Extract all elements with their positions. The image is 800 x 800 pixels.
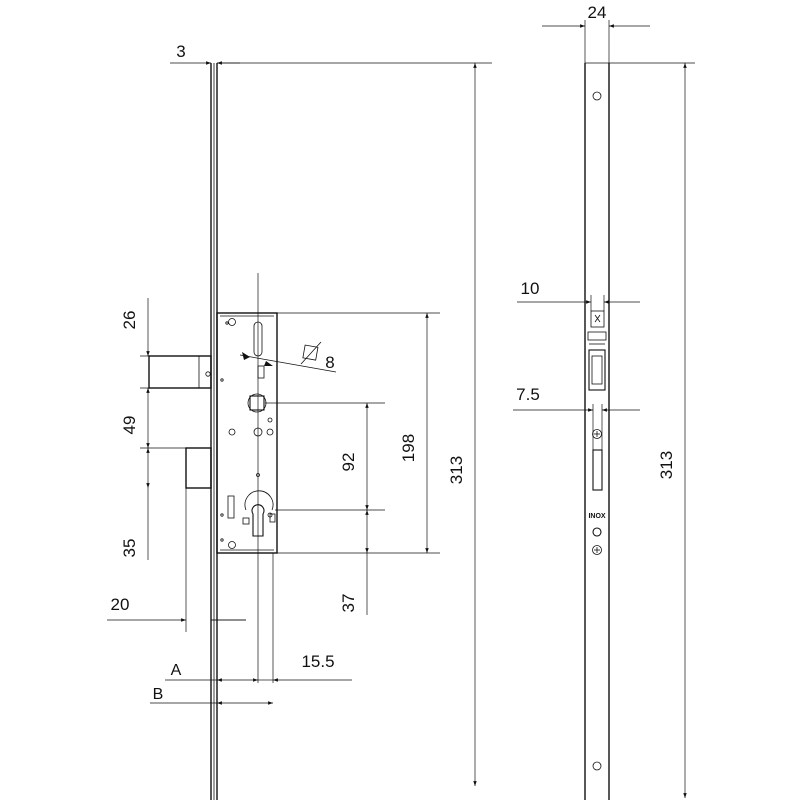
latch-to-bolt-49-label: 49 [120,416,139,435]
cylinder-below-37-label: 37 [339,594,358,613]
faceplate-thickness-3-label: 3 [176,42,185,61]
front-height-313-label: 313 [447,456,466,484]
dead-bolt [185,447,212,489]
front-view: 313 198 92 37 26 49 35 20 3 [107,42,492,800]
latch-bolt [148,355,212,389]
latch-width-10-label: 10 [521,279,540,298]
cylinder-housing [227,490,276,537]
lock-case [216,312,278,554]
side-view: INOX 24 313 10 7.5 [513,3,695,800]
side-bolt-window: INOX [588,429,606,555]
bolt-throw-20-label: 20 [111,595,130,614]
faceplate-width-24-label: 24 [588,3,607,22]
latch-top-26-label: 26 [120,311,139,330]
side-height-313-label: 313 [657,451,676,479]
spindle-follower [249,395,265,411]
case-height-198-label: 198 [399,434,418,462]
bolt-below-35-label: 35 [120,539,139,558]
handle-to-cylinder-92-label: 92 [339,453,358,472]
front-faceplate [210,63,218,800]
top-fixing-hole [592,91,602,101]
side-latch-window [587,310,607,391]
side-faceplate [584,62,610,800]
label-b: B [153,686,164,703]
label-a: A [171,662,182,679]
inox-marking: INOX [588,513,605,520]
cylinder-offset-15-5-label: 15.5 [301,652,334,671]
bottom-fixing-hole [592,761,602,771]
spindle-8-label: 8 [325,353,334,372]
bolt-width-7-5-label: 7.5 [516,385,540,404]
